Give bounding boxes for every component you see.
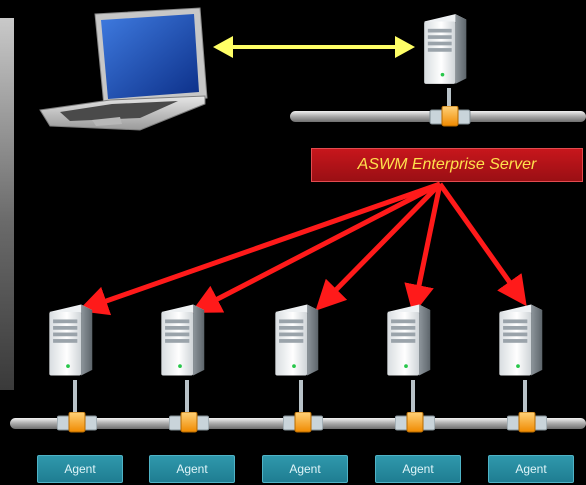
network-port-icon (507, 412, 547, 433)
network-port-icon (395, 412, 435, 433)
network-port-icon (429, 106, 471, 127)
side-gradient-bar (0, 18, 14, 390)
network-port-icon (169, 412, 209, 433)
agent-server-2 (161, 304, 209, 433)
server-tower-icon (275, 304, 319, 376)
distribution-arrows (77, 181, 527, 316)
network-port-icon (57, 412, 97, 433)
agent-button-1[interactable]: Agent (37, 455, 123, 483)
agent-server-3 (275, 304, 323, 433)
laptop-icon (39, 7, 208, 131)
agent-button-4[interactable]: Agent (375, 455, 461, 483)
server-tower-icon (499, 304, 543, 376)
server-tower-icon (161, 304, 205, 376)
client-server-link (213, 36, 415, 58)
agent-button-3[interactable]: Agent (262, 455, 348, 483)
agent-server-5 (499, 304, 547, 433)
server-tower-icon (424, 14, 467, 84)
agent-button-5[interactable]: Agent (488, 455, 574, 483)
network-port-icon (283, 412, 323, 433)
server-tower-icon (49, 304, 93, 376)
agent-button-2[interactable]: Agent (149, 455, 235, 483)
enterprise-server-label: ASWM Enterprise Server (311, 148, 583, 182)
agent-server-4 (387, 304, 435, 433)
server-tower-icon (387, 304, 431, 376)
agent-server-1 (49, 304, 97, 433)
